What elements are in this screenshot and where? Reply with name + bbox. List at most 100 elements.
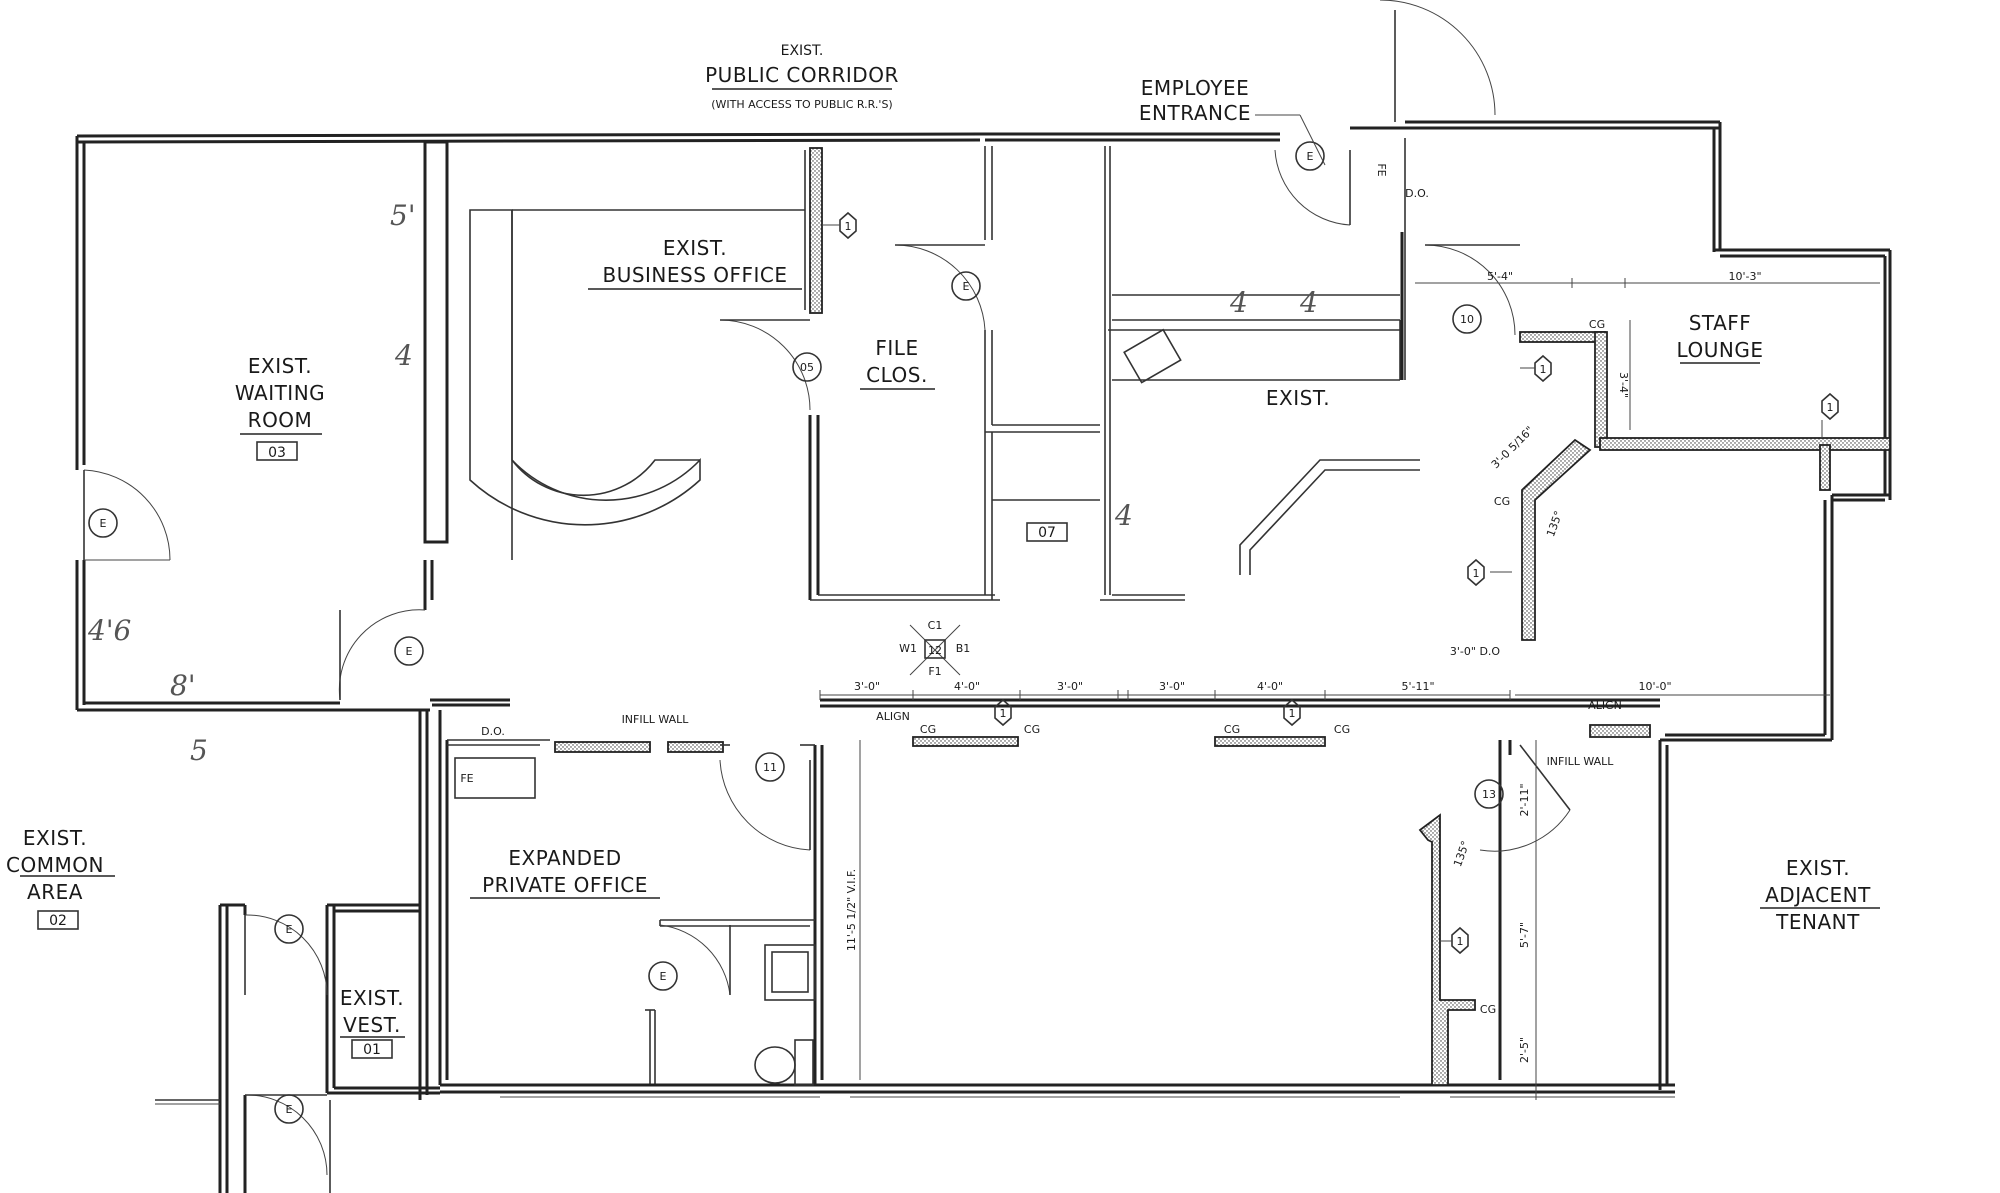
cg-label-7: CG [1334,723,1350,736]
door-mark-e: E [286,923,293,936]
note-6: 4 [1229,286,1248,319]
note-7: 4 [1299,286,1318,319]
vest-label-1: EXIST. [340,986,404,1010]
note-4: 8' [170,669,196,702]
keynote-markers [839,211,1839,955]
door-mark-e: E [963,280,970,293]
file-closet-label-2: CLOS. [866,363,928,387]
dim-row-3: 3'-0" [1057,680,1083,693]
door-mark-e: E [286,1103,293,1116]
infill-wall-top-label: INFILL WALL [622,713,690,726]
cg-label-6: CG [1224,723,1240,736]
handwritten-notes: 5' 4 4'6 8' 5 4 4 4 [87,199,1318,767]
keynote-1: 1 [1827,401,1834,414]
keynote-1: 1 [845,220,852,233]
do-label-1: D.O. [481,725,505,738]
adjacent-tenant-label-2: ADJACENT [1765,883,1871,907]
dim-row-2: 4'-0" [954,680,980,693]
room-07-tag: 07 [1038,525,1056,541]
keynote-1: 1 [1457,935,1464,948]
door-mark-e: E [100,517,107,530]
note-8: 4 [1114,499,1133,532]
common-area-label-1: EXIST. [23,826,87,850]
note-5: 5 [190,734,208,767]
dim-row-5: 4'-0" [1257,680,1283,693]
vest-tag: 01 [363,1042,381,1058]
do-label-2: D.O. [1405,187,1429,200]
fe-label-1: FE [460,772,473,785]
door-mark-11: 11 [763,761,777,774]
dim-135-a: 135° [1544,509,1565,538]
dim-row-6: 5'-11" [1401,680,1434,693]
dim-2-5: 2'-5" [1518,1037,1531,1063]
file-closet-label-1: FILE [875,336,918,360]
keynote-1: 1 [1000,707,1007,720]
door-mark-e: E [406,645,413,658]
common-area-label-2: COMMON [6,853,104,877]
dim-10-3: 10'-3" [1728,270,1761,283]
note-1: 5' [390,199,416,232]
dim-5-4: 5'-4" [1487,270,1513,283]
text-labels: EXIST. PUBLIC CORRIDOR (WITH ACCESS TO P… [6,43,1880,1058]
room-tags [37,441,1068,1059]
dim-3-0-5-16: 3'-0 5/16" [1489,424,1537,472]
corridor-label-3: (WITH ACCESS TO PUBLIC R.R.'S) [711,98,892,111]
do-label-3: 3'-0" D.O [1450,645,1501,658]
common-area-tag: 02 [49,913,67,929]
employee-entrance-label-2: ENTRANCE [1139,101,1251,125]
direction-marker [909,624,961,676]
windows [155,1096,1675,1105]
align-label-1: ALIGN [876,710,910,723]
door-mark-05: 05 [800,361,814,374]
door-mark-circles [88,141,1504,1124]
doors [83,0,1571,1176]
door-mark-e: E [660,970,667,983]
private-office-label-2: PRIVATE OFFICE [482,873,648,897]
dim-3-4: 3'-4" [1617,372,1630,398]
exist-center-label: EXIST. [1266,386,1330,410]
fixtures [454,328,1182,1086]
note-3: 4'6 [87,614,131,647]
vest-label-2: VEST. [343,1013,401,1037]
marker-top: C1 [928,619,943,632]
business-office-label-2: BUSINESS OFFICE [602,263,787,287]
marker-center: 12 [928,644,942,657]
waiting-room-tag: 03 [268,445,286,461]
align-label-2: ALIGN [1588,699,1622,712]
door-mark-text: E E E 05 E 10 11 E E E 13 1 1 1 1 1 1 1 [100,150,1834,1116]
dim-row-4: 3'-0" [1159,680,1185,693]
dimension-lines [819,278,1880,1100]
keynote-1: 1 [1540,363,1547,376]
staff-lounge-label-1: STAFF [1689,311,1752,335]
cg-label-2: CG [1494,495,1510,508]
cg-label-5: CG [1024,723,1040,736]
note-2: 4 [394,339,413,372]
marker-right: B1 [956,642,971,655]
cg-label-3: CG [1480,1003,1496,1016]
dim-2-11: 2'-11" [1518,783,1531,816]
cg-label-4: CG [920,723,936,736]
adjacent-tenant-label-1: EXIST. [1786,856,1850,880]
infill-wall-right-label: INFILL WALL [1547,755,1615,768]
common-area-label-3: AREA [27,880,83,904]
dim-row-1: 3'-0" [854,680,880,693]
door-mark-e: E [1307,150,1314,163]
keynote-leaders [822,224,1823,942]
dim-10-0: 10'-0" [1638,680,1671,693]
keynote-1: 1 [1473,567,1480,580]
dim-135-b: 135° [1451,839,1472,868]
fe-label-2: FE [1375,163,1388,176]
waiting-room-label-1: EXIST. [248,354,312,378]
staff-lounge-label-2: LOUNGE [1677,338,1764,362]
reception-desk [469,209,701,526]
door-mark-13: 13 [1482,788,1496,801]
marker-bottom: F1 [928,665,941,678]
adjacent-tenant-label-3: TENANT [1775,910,1860,934]
waiting-room-label-2: WAITING [235,381,325,405]
private-office-label-1: EXPANDED [508,846,621,870]
marker-left: W1 [899,642,917,655]
waiting-room-label-3: ROOM [248,408,313,432]
cg-label-1: CG [1589,318,1605,331]
dim-5-7: 5'-7" [1518,922,1531,948]
